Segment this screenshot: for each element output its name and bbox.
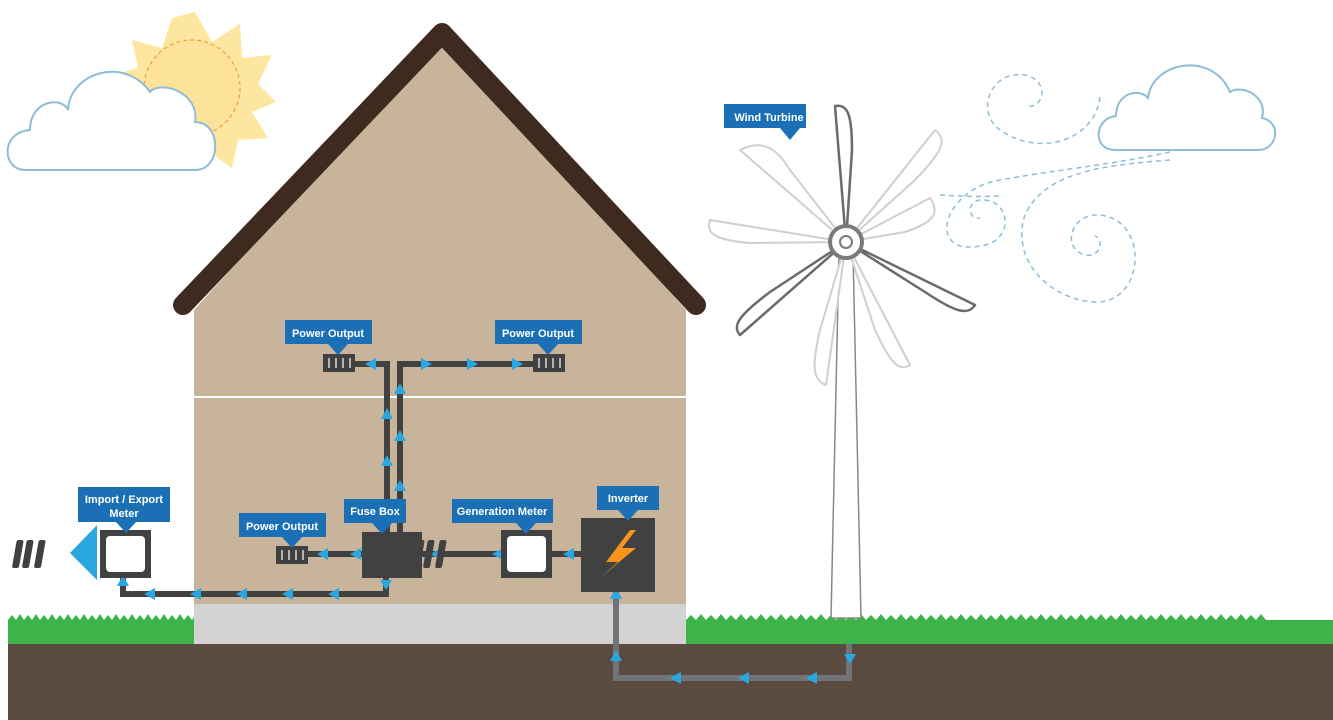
tag-import-export-meter-line2: Meter bbox=[109, 508, 139, 520]
roof bbox=[173, 23, 706, 315]
grass-strip bbox=[8, 614, 1333, 644]
cloud-icon bbox=[6, 70, 217, 171]
import-export-meter-icon bbox=[12, 530, 151, 578]
tag-inverter-text: Inverter bbox=[608, 493, 649, 505]
house-wall bbox=[194, 38, 686, 604]
socket-icon bbox=[281, 358, 561, 560]
turbine-blades-faded bbox=[708, 129, 943, 386]
tag-power-output-top-left: Power Output bbox=[285, 320, 372, 355]
inverter bbox=[581, 518, 655, 592]
wind-turbine bbox=[708, 104, 977, 619]
socket-icon bbox=[276, 354, 565, 564]
flow-arrow-icon bbox=[70, 358, 856, 684]
tag-import-export-meter: Import / Export Meter bbox=[78, 487, 170, 533]
soil bbox=[8, 643, 1333, 720]
turbine-blades bbox=[735, 104, 977, 337]
tag-fuse-box-text: Fuse Box bbox=[350, 506, 400, 518]
tag-power-output-top-right: Power Output bbox=[495, 320, 582, 355]
wind-swirl-icon bbox=[939, 73, 1171, 303]
tag-power-output-top-left-text: Power Output bbox=[292, 328, 364, 340]
tag-wind-turbine-text: Wind Turbine bbox=[734, 112, 803, 124]
tag-generation-meter: Generation Meter bbox=[452, 499, 553, 534]
tag-power-output-bottom: Power Output bbox=[239, 513, 326, 548]
tag-wind-turbine: Wind Turbine bbox=[724, 104, 806, 140]
lightning-bolt-icon bbox=[600, 530, 636, 578]
cloud-icon bbox=[1097, 64, 1277, 151]
turbine-hub bbox=[828, 224, 864, 260]
foundation bbox=[194, 604, 686, 644]
tag-fuse-box: Fuse Box bbox=[344, 499, 406, 534]
house bbox=[173, 23, 706, 644]
tag-import-export-meter-line1: Import / Export bbox=[85, 494, 164, 506]
tag-generation-meter-text: Generation Meter bbox=[457, 506, 548, 518]
grid-export-arrow bbox=[70, 525, 97, 580]
generation-meter-icon bbox=[413, 530, 552, 578]
tag-power-output-top-right-text: Power Output bbox=[502, 328, 574, 340]
tag-inverter: Inverter bbox=[597, 486, 659, 521]
tag-power-output-bottom-text: Power Output bbox=[246, 521, 318, 533]
fuse-box bbox=[362, 532, 422, 578]
